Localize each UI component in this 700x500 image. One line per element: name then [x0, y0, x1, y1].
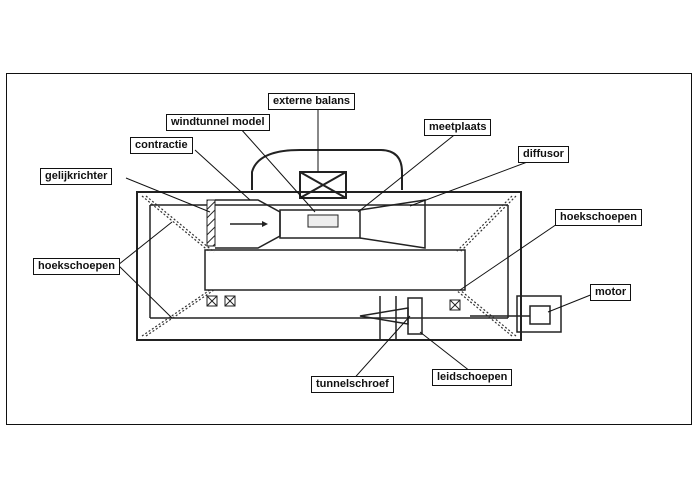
diagram-frame: [6, 73, 692, 425]
label-hoekschoepen-right: hoekschoepen: [555, 209, 643, 226]
motor-housing: [470, 295, 562, 333]
label-leidschoepen: leidschoepen: [432, 369, 513, 386]
label-diffusor: diffusor: [518, 146, 569, 163]
label-hoekschoepen-left: hoekschoepen: [33, 258, 121, 275]
gelijkrichter-screen: [206, 199, 216, 247]
label-contractie: contractie: [130, 137, 193, 154]
diffuser-section: [359, 199, 426, 249]
label-meetplaats: meetplaats: [424, 119, 492, 136]
leader-lines: [117, 106, 599, 384]
tunnel-propeller: [359, 296, 423, 340]
external-balance-frame: [251, 149, 403, 199]
tunnel-outer-wall: [136, 191, 522, 341]
test-section: [279, 209, 361, 239]
label-tunnelschroef: tunnelschroef: [311, 376, 394, 393]
inspection-hatches: [206, 295, 461, 311]
label-motor: motor: [590, 284, 632, 301]
label-windtunnel-model: windtunnel model: [166, 114, 270, 131]
tunnel-inner-wall: [149, 204, 509, 319]
label-gelijkrichter: gelijkrichter: [40, 168, 113, 185]
corner-vanes: [141, 195, 517, 337]
windtunnel-model-shape: [307, 214, 339, 228]
label-externe-balans: externe balans: [268, 93, 356, 110]
